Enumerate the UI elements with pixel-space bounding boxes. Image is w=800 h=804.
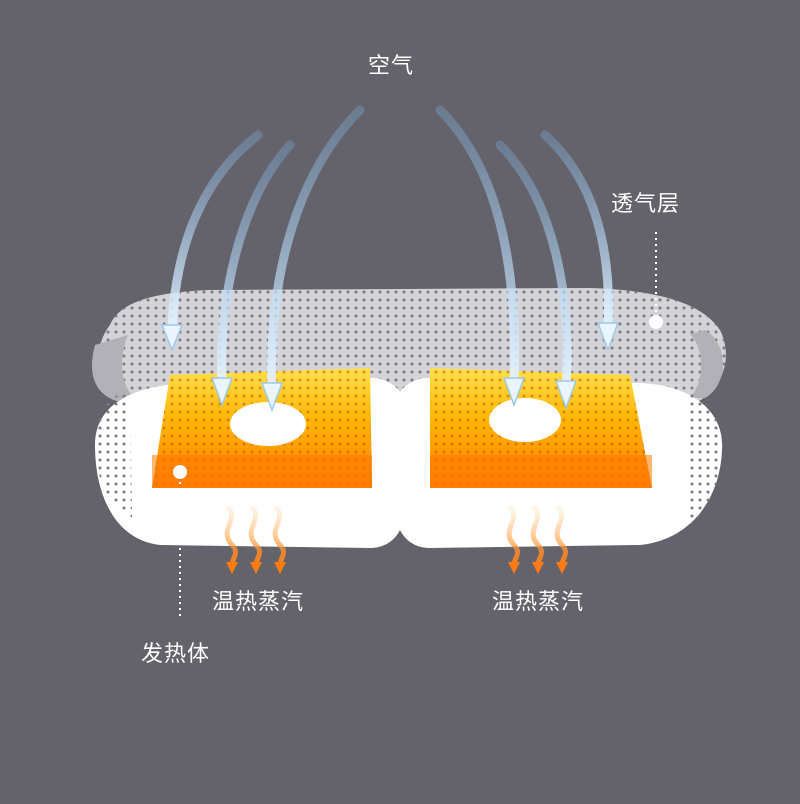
heating-body-label: 发热体 (141, 642, 211, 667)
steam-label-left: 温热蒸汽 (212, 590, 305, 615)
steam-arrowheads-right (508, 562, 568, 574)
steam-label-right: 温热蒸汽 (492, 590, 585, 615)
heating-body-right (430, 368, 652, 488)
heating-body-left (152, 368, 372, 488)
air-arrowheads (160, 322, 620, 413)
steam-arrows-right (506, 505, 569, 568)
air-arrows (167, 105, 614, 395)
left-opening (230, 402, 306, 446)
steam-arrows-left (224, 505, 287, 568)
callout-heating-body (173, 465, 187, 616)
steam-arrowheads-left (226, 562, 286, 574)
right-opening (489, 398, 561, 442)
callout-breathable-layer (649, 232, 663, 329)
breathable-layer-label: 透气层 (611, 192, 681, 217)
air-label: 空气 (368, 54, 415, 79)
